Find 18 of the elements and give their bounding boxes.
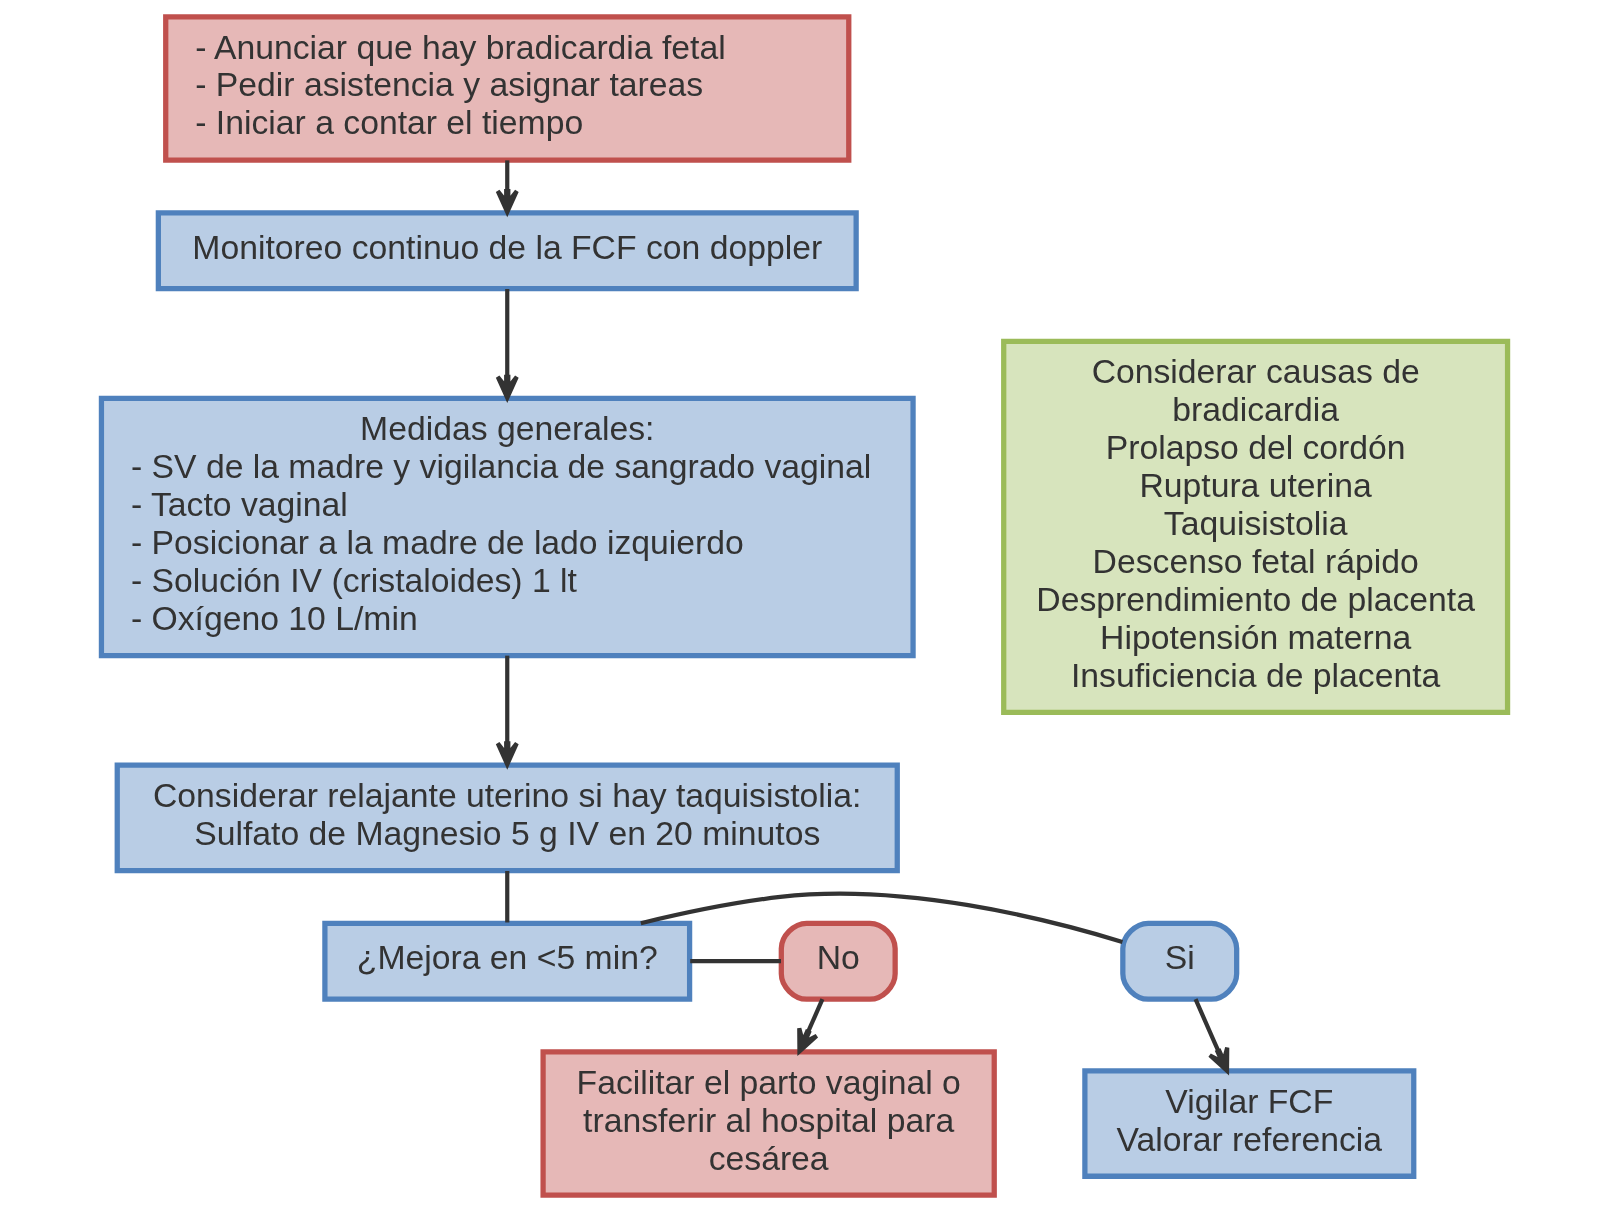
arrow bbox=[1193, 998, 1229, 1073]
arrow bbox=[495, 655, 519, 767]
connector bbox=[639, 891, 1123, 944]
node-box: Considerar relajante uterino si hay taquisistolia: Sulfato de Magnesio 5 g IV en 20 minutos bbox=[114, 762, 900, 874]
arrow bbox=[495, 289, 519, 401]
node-box: Medidas generales: - SV de la madre y vigilancia de sangrado vaginal - Tacto vaginal - Posicionar a la madre de lado izquierdo - Solución IV (cristaloides) 1 lt - Oxígeno 10 L/min bbox=[98, 395, 916, 659]
arrow bbox=[796, 998, 824, 1054]
node-box: Monitoreo continuo de la FCF con doppler bbox=[155, 210, 859, 292]
node-box: - Anunciar que hay bradicardia fetal - Pedir asistencia y asignar tareas - Iniciar a contar el tiempo bbox=[162, 14, 851, 163]
connector bbox=[689, 959, 781, 964]
connector bbox=[504, 871, 509, 923]
node-box: Vigilar FCF Valorar referencia bbox=[1081, 1068, 1416, 1179]
node-box: Facilitar el parto vaginal o transferir al hospital para cesárea bbox=[539, 1049, 997, 1198]
node-box: Considerar causas de bradicardia Prolapso del cordón Ruptura uterina Taquisistolia Descenso fetal rápido Desprendimiento de placenta Hipotensión materna Insuficiencia de placenta bbox=[1000, 338, 1510, 716]
arrow bbox=[495, 160, 519, 215]
node-box: Si bbox=[1119, 920, 1239, 1002]
node-box: No bbox=[778, 920, 898, 1002]
node-box: ¿Mejora en <5 min? bbox=[321, 920, 692, 1002]
